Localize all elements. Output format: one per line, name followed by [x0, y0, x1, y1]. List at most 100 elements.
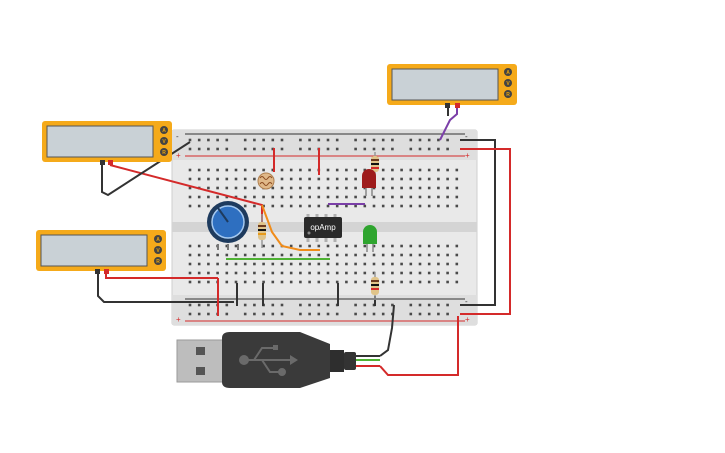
terminal-hole[interactable] — [446, 244, 449, 248]
rail-hole[interactable] — [207, 138, 210, 142]
terminal-hole[interactable] — [262, 280, 265, 284]
terminal-hole[interactable] — [437, 204, 440, 208]
terminal-hole[interactable] — [345, 244, 348, 248]
rail-hole[interactable] — [243, 312, 247, 316]
terminal-hole[interactable] — [391, 262, 394, 266]
rail-hole[interactable] — [197, 147, 201, 151]
terminal-hole[interactable] — [243, 177, 247, 181]
terminal-hole[interactable] — [455, 253, 459, 257]
rail-hole[interactable] — [225, 303, 229, 307]
rail-hole[interactable] — [446, 147, 449, 151]
terminal-hole[interactable] — [400, 253, 403, 257]
rail-hole[interactable] — [253, 138, 256, 142]
rail-hole[interactable] — [253, 147, 256, 151]
rail-hole[interactable] — [437, 312, 440, 316]
rail-hole[interactable] — [188, 312, 192, 316]
terminal-hole[interactable] — [234, 253, 238, 257]
rail-hole[interactable] — [409, 138, 413, 142]
rail-hole[interactable] — [409, 303, 413, 307]
terminal-hole[interactable] — [418, 280, 422, 284]
terminal-hole[interactable] — [243, 168, 247, 172]
meter2-btn-v[interactable] — [504, 79, 512, 87]
terminal-hole[interactable] — [197, 280, 201, 284]
terminal-hole[interactable] — [345, 262, 348, 266]
terminal-hole[interactable] — [427, 186, 431, 190]
rail-hole[interactable] — [317, 303, 321, 307]
terminal-hole[interactable] — [188, 204, 192, 208]
terminal-hole[interactable] — [271, 280, 275, 284]
terminal-hole[interactable] — [326, 204, 330, 208]
terminal-hole[interactable] — [455, 271, 459, 275]
rail-hole[interactable] — [188, 303, 192, 307]
terminal-hole[interactable] — [225, 244, 229, 248]
rail-hole[interactable] — [207, 312, 210, 316]
terminal-hole[interactable] — [437, 262, 440, 266]
terminal-hole[interactable] — [400, 186, 403, 190]
meter3-btn-v[interactable] — [154, 246, 162, 254]
terminal-hole[interactable] — [354, 253, 357, 257]
terminal-hole[interactable] — [363, 280, 367, 284]
terminal-hole[interactable] — [197, 177, 201, 181]
terminal-hole[interactable] — [253, 204, 256, 208]
terminal-hole[interactable] — [418, 244, 422, 248]
terminal-hole[interactable] — [234, 195, 238, 199]
rail-hole[interactable] — [225, 147, 229, 151]
terminal-hole[interactable] — [391, 204, 394, 208]
rail-hole[interactable] — [418, 147, 422, 151]
terminal-hole[interactable] — [271, 168, 275, 172]
terminal-hole[interactable] — [271, 271, 275, 275]
meter2-btn-a[interactable] — [504, 68, 512, 76]
terminal-hole[interactable] — [253, 168, 256, 172]
rail-hole[interactable] — [354, 312, 357, 316]
terminal-hole[interactable] — [446, 204, 449, 208]
terminal-hole[interactable] — [271, 195, 275, 199]
terminal-hole[interactable] — [418, 195, 422, 199]
terminal-hole[interactable] — [354, 280, 357, 284]
terminal-hole[interactable] — [234, 177, 238, 181]
terminal-hole[interactable] — [455, 204, 459, 208]
terminal-hole[interactable] — [418, 253, 422, 257]
terminal-hole[interactable] — [345, 271, 348, 275]
terminal-hole[interactable] — [317, 271, 321, 275]
terminal-hole[interactable] — [280, 168, 284, 172]
terminal-hole[interactable] — [225, 186, 229, 190]
terminal-hole[interactable] — [345, 280, 348, 284]
rail-hole[interactable] — [271, 147, 275, 151]
terminal-hole[interactable] — [308, 271, 311, 275]
terminal-hole[interactable] — [354, 177, 357, 181]
rail-hole[interactable] — [391, 138, 394, 142]
terminal-hole[interactable] — [418, 168, 422, 172]
terminal-hole[interactable] — [418, 177, 422, 181]
terminal-hole[interactable] — [262, 195, 265, 199]
terminal-hole[interactable] — [455, 262, 459, 266]
terminal-hole[interactable] — [455, 186, 459, 190]
rail-hole[interactable] — [437, 147, 440, 151]
terminal-hole[interactable] — [216, 195, 219, 199]
terminal-hole[interactable] — [335, 177, 339, 181]
terminal-hole[interactable] — [317, 244, 321, 248]
rail-hole[interactable] — [381, 147, 385, 151]
terminal-hole[interactable] — [363, 253, 367, 257]
terminal-hole[interactable] — [391, 253, 394, 257]
terminal-hole[interactable] — [427, 253, 431, 257]
rail-hole[interactable] — [372, 147, 376, 151]
terminal-hole[interactable] — [409, 168, 413, 172]
terminal-hole[interactable] — [280, 186, 284, 190]
terminal-hole[interactable] — [354, 244, 357, 248]
rail-hole[interactable] — [354, 138, 357, 142]
terminal-hole[interactable] — [345, 186, 348, 190]
terminal-hole[interactable] — [271, 204, 275, 208]
rail-hole[interactable] — [243, 138, 247, 142]
terminal-hole[interactable] — [216, 253, 219, 257]
rail-hole[interactable] — [271, 303, 275, 307]
terminal-hole[interactable] — [207, 195, 210, 199]
rail-hole[interactable] — [363, 147, 367, 151]
terminal-hole[interactable] — [418, 262, 422, 266]
rail-hole[interactable] — [207, 303, 210, 307]
terminal-hole[interactable] — [409, 204, 413, 208]
terminal-hole[interactable] — [381, 271, 385, 275]
terminal-hole[interactable] — [243, 204, 247, 208]
terminal-hole[interactable] — [317, 204, 321, 208]
rail-hole[interactable] — [437, 138, 440, 142]
terminal-hole[interactable] — [335, 168, 339, 172]
